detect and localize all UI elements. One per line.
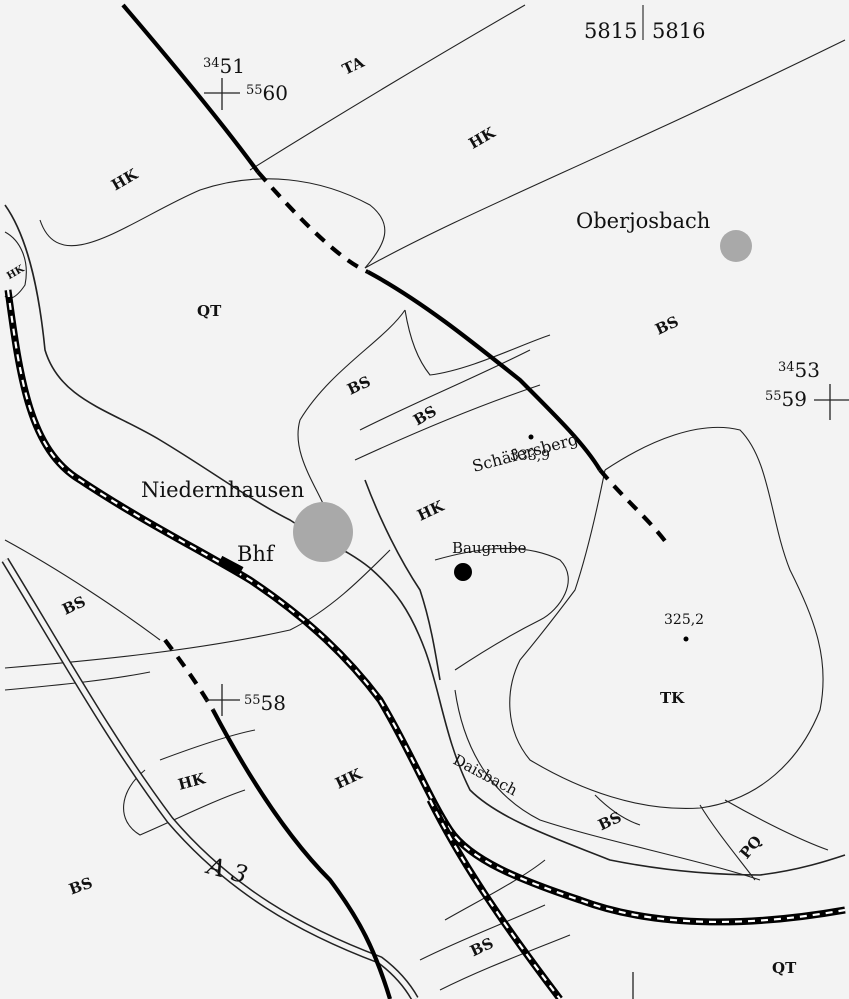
unit-label-bs-east: BS [652,312,681,338]
unit-label-tk: TK [660,689,685,707]
contact-west-1 [4,539,161,641]
contact-hk-south [123,769,246,836]
autobahn-a3 [1,557,419,999]
contact-bs-east-1 [594,794,641,826]
fault-south-inferred [163,638,215,712]
grid-cross-s [205,684,240,716]
unit-label-pq: PQ [736,832,765,862]
spot-height-hill-dot [683,636,689,642]
contact-ta-hk [249,4,526,171]
contact-pq-right [724,799,829,851]
unit-label-hk-south: HK [176,769,208,794]
contact-tk-outline [509,426,824,810]
contact-bs-strip-a [359,349,531,431]
contact-west-2 [4,549,391,669]
spot-height-schaefersberg-dot [528,434,534,440]
stream-west [4,204,846,876]
grid-label-nw-east: 3451 [203,54,245,78]
grid-label-nw-north: 5560 [246,81,288,105]
unit-label-bs-west: BS [59,592,88,618]
contact-lines [4,4,846,991]
contact-hk-bs-north [364,39,846,269]
unit-label-hk-edge: HK [5,263,26,282]
baugrube-marker [454,563,472,581]
contact-bs-south-2 [439,934,571,991]
grid-label-s-north: 5558 [244,691,286,715]
contact-hk-inner [434,547,569,671]
contact-hk-qt [39,178,386,269]
streams [4,204,846,876]
fault-main [367,270,602,472]
sheet-number-right: 5816 [652,19,705,43]
place-niedernhausen: Niedernhausen [141,478,304,502]
grid-label-ne-north: 5559 [765,387,807,411]
contact-hk-south-2 [159,729,256,761]
fault-south [211,709,393,999]
unit-label-ta: TA [339,53,367,79]
spot-height-hill: 325,2 [664,612,704,628]
unit-label-bs-center: BS [344,372,373,398]
fault-north [121,3,260,174]
place-baugrube: Baugrube [452,539,527,557]
place-bhf: Bhf [237,542,276,566]
station-bhf-marker [218,555,244,576]
contact-bs-tongue [404,309,551,376]
contact-bs-south-1 [419,904,546,961]
road-label-a3: A 3 [203,851,251,889]
unit-label-hk-mid: HK [332,764,365,792]
fault-main-inferred [598,468,670,547]
unit-label-qt-west: QT [197,302,222,320]
spot-height-schaefersberg: 333,9 [510,448,550,464]
contact-bs-lobe [297,309,406,521]
contact-south-3 [444,859,546,921]
unit-label-hk-northwest: HK [108,165,141,195]
unit-label-hk-center: HK [414,496,447,524]
place-oberjosbach: Oberjosbach [576,209,710,233]
sheet-number-left: 5815 [584,19,637,43]
stream-tributary [364,479,441,681]
grid-cross-nw [204,78,240,110]
town-niedernhausen-symbol [293,502,353,562]
faults [121,3,670,999]
town-oberjosbach-symbol [720,230,752,262]
unit-label-qt-south: QT [772,959,797,977]
grid-cross-ne [814,384,849,420]
railway [4,289,846,999]
stream-label-daisbach: Daisbach [450,751,521,800]
fault-north-inferred [256,170,369,274]
contact-lower-1 [454,689,761,881]
grid-label-ne-east: 3453 [778,358,820,382]
unit-label-bs-south: BS [467,934,496,960]
unit-label-hk-northeast: HK [466,123,499,153]
unit-label-bs-southeast: BS [595,808,624,834]
unit-label-bs-southwest: BS [67,874,95,899]
contact-bs-strip-b [354,384,541,461]
contact-pq-left [699,804,756,881]
